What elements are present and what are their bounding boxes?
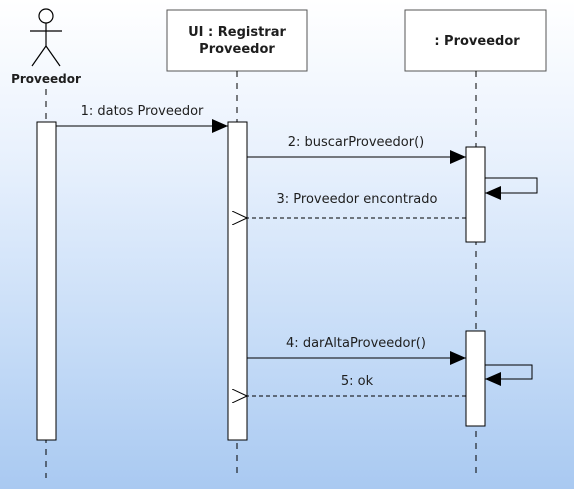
activation-bar-actor <box>36 121 57 441</box>
self-message-2[interactable] <box>485 364 533 386</box>
message-4[interactable]: 4: darAltaProveedor() <box>247 336 466 365</box>
message-1[interactable]: 1: datos Proveedor <box>56 104 228 133</box>
lifeline-header-box <box>166 9 308 72</box>
lifeline-header-ui-registrar-proveedor[interactable]: UI : Registrar Proveedor <box>166 9 308 72</box>
lifeline-header-label: : Proveedor <box>434 34 520 49</box>
stick-figure-icon <box>30 8 62 67</box>
actor-label: Proveedor <box>11 72 81 86</box>
message-3[interactable]: 3: Proveedor encontrado <box>247 192 466 218</box>
message-2[interactable]: 2: buscarProveedor() <box>247 135 466 164</box>
lifeline-header-box <box>404 9 547 72</box>
self-message-arrow <box>485 364 533 386</box>
message-label: 4: darAltaProveedor() <box>286 336 426 351</box>
message-label: 1: datos Proveedor <box>81 104 204 119</box>
lifeline-header-line1: UI : Registrar <box>188 25 286 40</box>
self-message-arrow <box>485 177 538 200</box>
activation-bar-ui <box>227 121 248 441</box>
self-message-1[interactable] <box>485 177 538 200</box>
actor-proveedor[interactable]: Proveedor <box>11 8 81 86</box>
activation-bar-proveedor-2 <box>465 330 486 427</box>
activation-bar-proveedor-1 <box>465 146 486 243</box>
lifeline-header-proveedor[interactable]: : Proveedor <box>404 9 547 72</box>
message-5[interactable]: 5: ok <box>247 374 466 396</box>
lifeline-header-line2: Proveedor <box>199 42 275 57</box>
message-label: 3: Proveedor encontrado <box>277 192 438 207</box>
message-label: 2: buscarProveedor() <box>288 135 425 150</box>
message-label: 5: ok <box>341 374 374 389</box>
